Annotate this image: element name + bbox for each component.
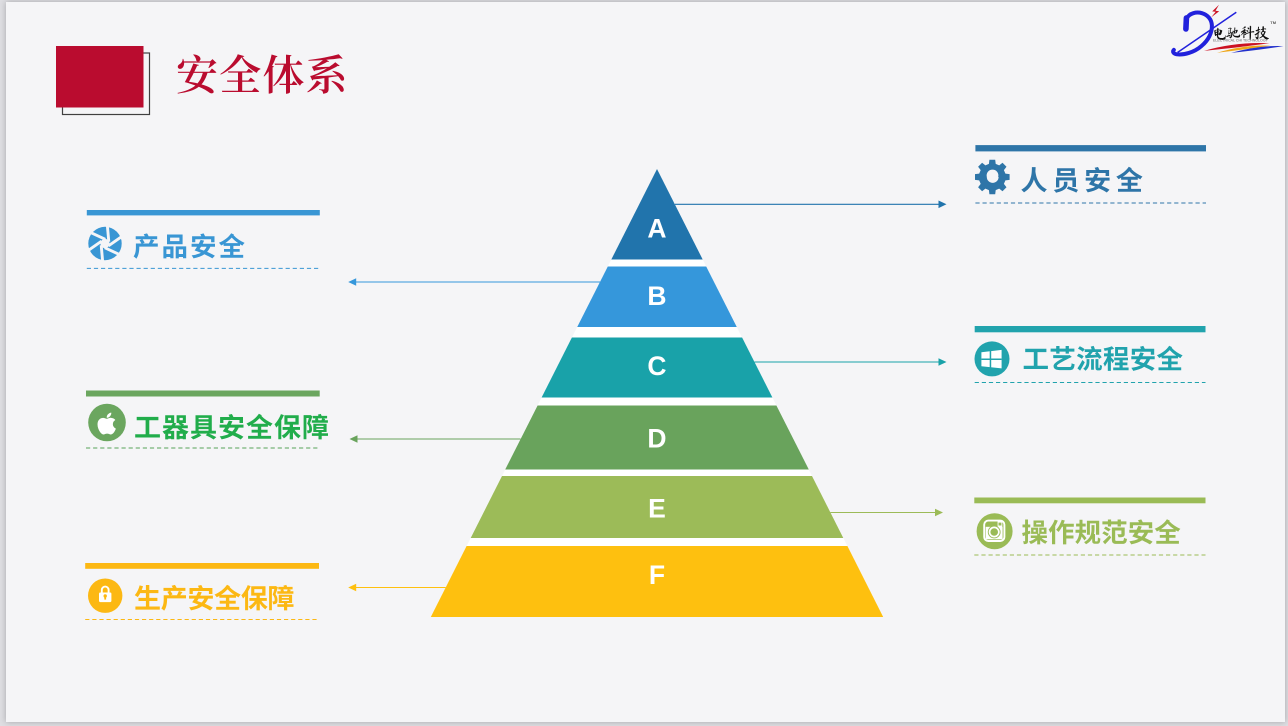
svg-text:ELECTRICAL CHI TECHNOLOGY: ELECTRICAL CHI TECHNOLOGY xyxy=(1213,38,1269,42)
svg-text:D: D xyxy=(647,424,666,454)
svg-text:TM: TM xyxy=(1270,20,1276,25)
svg-text:C: C xyxy=(647,351,666,381)
svg-text:F: F xyxy=(649,560,665,590)
svg-text:E: E xyxy=(648,493,666,523)
svg-text:B: B xyxy=(647,281,666,311)
svg-text:A: A xyxy=(647,213,666,243)
